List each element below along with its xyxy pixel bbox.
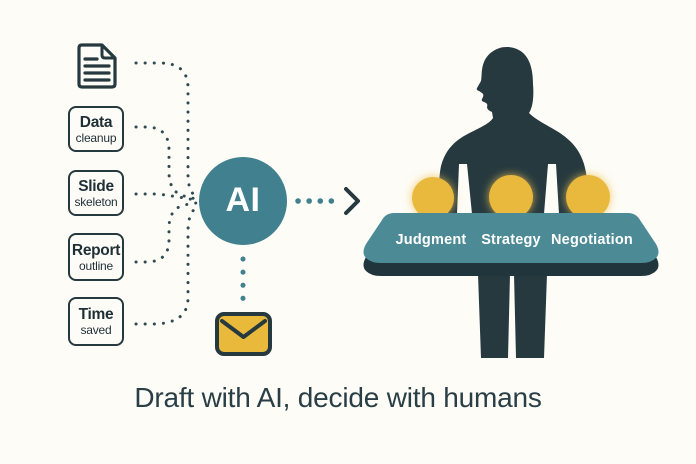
connector-data-cleanup	[134, 125, 198, 201]
source-sublabel: saved	[80, 323, 112, 337]
source-box-slide-skeleton: Slide skeleton	[68, 170, 124, 216]
decision-circle-negotiation	[566, 175, 610, 219]
ai-label: AI	[225, 180, 261, 219]
arrow-head	[344, 187, 360, 215]
arm-gap-right	[544, 164, 559, 214]
table-surface	[363, 213, 659, 263]
table-label-judgment: Judgment	[395, 232, 467, 248]
source-label: Report	[71, 241, 121, 259]
source-label: Time	[78, 306, 114, 323]
connector-slide-skeleton	[134, 192, 197, 202]
source-box-time-saved: Time saved	[68, 297, 124, 346]
person-leg-right	[514, 274, 547, 358]
source-sublabel: outline	[79, 258, 113, 273]
person-leg-left	[478, 274, 510, 358]
yellow-decision-circles	[412, 175, 610, 219]
arm-gap-left	[457, 164, 472, 214]
decision-circle-strategy	[489, 175, 533, 219]
table-label-negotiation: Negotiation	[551, 232, 633, 248]
source-label: Slide	[78, 177, 114, 195]
connector-report-outline	[134, 201, 198, 264]
caption: Draft with AI, decide with humans	[134, 382, 542, 413]
connector-time-saved	[134, 205, 200, 326]
connector-document	[134, 61, 200, 199]
source-sublabel: skeleton	[74, 194, 118, 209]
document-icon	[77, 43, 117, 89]
decision-circle-judgment	[412, 177, 454, 219]
source-box-data-cleanup: Data cleanup	[68, 106, 124, 152]
source-sublabel: cleanup	[75, 130, 117, 145]
ai-node: AI	[199, 157, 287, 245]
source-label: Data	[79, 113, 113, 131]
envelope-icon	[215, 312, 272, 356]
source-box-report-outline: Report outline	[68, 233, 124, 281]
table-label-strategy: Strategy	[481, 232, 541, 248]
